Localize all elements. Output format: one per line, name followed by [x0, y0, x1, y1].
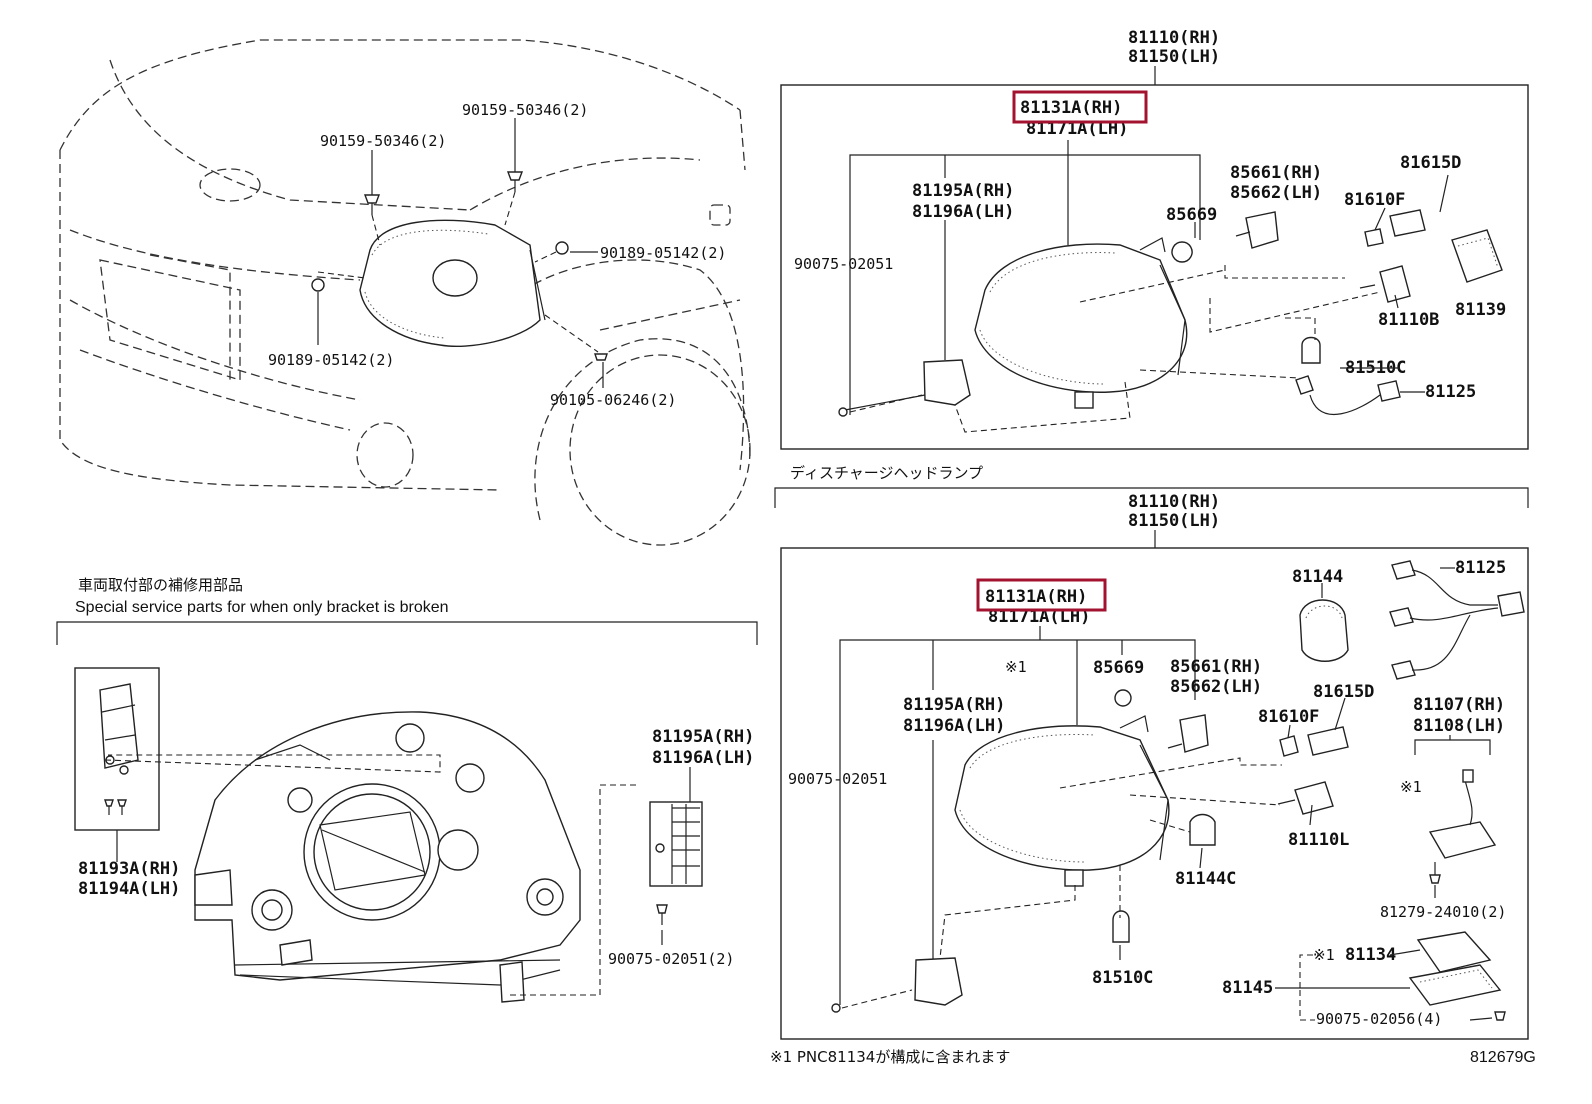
label-bot-cover: 81144 — [1292, 567, 1343, 587]
label-top-unit-rh: 81131A(RH) — [1020, 98, 1122, 118]
label-top-socket: 81615D — [1400, 153, 1461, 173]
label-bot-case: 81145 — [1222, 978, 1273, 998]
label-bot-note-ref2: ※1 — [1400, 778, 1422, 796]
label-bot-unit-rh: 81131A(RH) — [985, 587, 1087, 607]
label-top-wire: 81125 — [1425, 382, 1476, 402]
headlamp-rear-view — [104, 711, 640, 1003]
section-title: ディスチャージヘッドランプ — [790, 464, 983, 482]
discharge-headlamp-drawing — [831, 560, 1525, 1021]
label-top-assy-lh: 81150(LH) — [1128, 47, 1220, 67]
label-bot-assy-rh: 81110(RH) — [1128, 492, 1220, 512]
bracket-part-drawing — [649, 767, 703, 945]
label-bot-bracket-lh: 81196A(LH) — [903, 716, 1005, 736]
label-top-screw: 90075-02051 — [794, 255, 893, 273]
highlight-bot-unit — [976, 578, 1107, 612]
label-bot-bracket-rh: 81195A(RH) — [903, 695, 1005, 715]
label-sp-bracket-lh: 81196A(LH) — [652, 748, 754, 768]
label-top-bulb-front: 81610F — [1344, 190, 1405, 210]
label-clip-a: 90189-05142(2) — [600, 244, 726, 262]
label-top-assy-rh: 81110(RH) — [1128, 28, 1220, 48]
halogen-assembly-box — [780, 84, 1529, 450]
label-bot-ring: 85669 — [1093, 658, 1144, 678]
label-bot-ballast-rh: 81107(RH) — [1413, 695, 1505, 715]
label-top-bulb-main: 81110B — [1378, 310, 1439, 330]
label-bot-socket: 81615D — [1313, 682, 1374, 702]
halogen-headlamp-drawing — [838, 174, 1503, 433]
label-bolt-b: 90159-50346(2) — [320, 132, 446, 150]
label-clip-b: 90189-05142(2) — [268, 351, 394, 369]
label-bolt-a: 90159-50346(2) — [462, 101, 588, 119]
special-title-en: Special service parts for when only brac… — [75, 599, 449, 616]
label-top-unit-lh: 81171A(LH) — [1026, 119, 1128, 139]
label-screw: 90105-06246(2) — [550, 391, 676, 409]
label-top-bracket-lh: 81196A(LH) — [912, 202, 1014, 222]
label-sp-stay-lh: 81194A(LH) — [78, 879, 180, 899]
label-bot-screw: 90075-02051 — [788, 770, 887, 788]
label-top-bracket-rh: 81195A(RH) — [912, 181, 1014, 201]
label-top-motor-rh: 85661(RH) — [1230, 163, 1322, 183]
label-bot-bulb-main: 81110L — [1288, 830, 1349, 850]
label-bot-computer: 81134 — [1345, 945, 1396, 965]
label-bot-note-ref: ※1 — [1005, 658, 1027, 676]
car-front-illustration — [59, 39, 751, 546]
label-bot-bracket-screw: 81279-24010(2) — [1380, 903, 1506, 921]
label-top-motor-lh: 85662(LH) — [1230, 183, 1322, 203]
label-bot-harness: 81125 — [1455, 558, 1506, 578]
label-bot-ballast-lh: 81108(LH) — [1413, 716, 1505, 736]
stay-part-drawing — [99, 683, 139, 862]
label-bot-note-ref3: ※1 — [1313, 946, 1335, 964]
footnote: ※1 PNC81134が構成に含まれます — [770, 1048, 1010, 1066]
highlight-top-unit — [1012, 90, 1148, 124]
label-bot-motor-rh: 85661(RH) — [1170, 657, 1262, 677]
label-top-cover: 81139 — [1455, 300, 1506, 320]
label-bot-motor-lh: 85662(LH) — [1170, 677, 1262, 697]
label-bot-assy-lh: 81150(LH) — [1128, 511, 1220, 531]
label-bot-unit-lh: 81171A(LH) — [988, 607, 1090, 627]
label-bot-bulb-front: 81610F — [1258, 707, 1319, 727]
label-sp-bracket-rh: 81195A(RH) — [652, 727, 754, 747]
label-bot-case-screw: 90075-02056(4) — [1316, 1010, 1442, 1028]
label-sp-screw: 90075-02051(2) — [608, 950, 734, 968]
special-title-jp: 車両取付部の補修用部品 — [78, 576, 243, 594]
figure-id: 812679G — [1470, 1049, 1536, 1066]
label-bot-bulb-side: 81510C — [1092, 968, 1153, 988]
label-bot-cap: 81144C — [1175, 869, 1236, 889]
label-top-ring: 85669 — [1166, 205, 1217, 225]
label-sp-stay-rh: 81193A(RH) — [78, 859, 180, 879]
discharge-assembly-box — [780, 547, 1529, 1040]
